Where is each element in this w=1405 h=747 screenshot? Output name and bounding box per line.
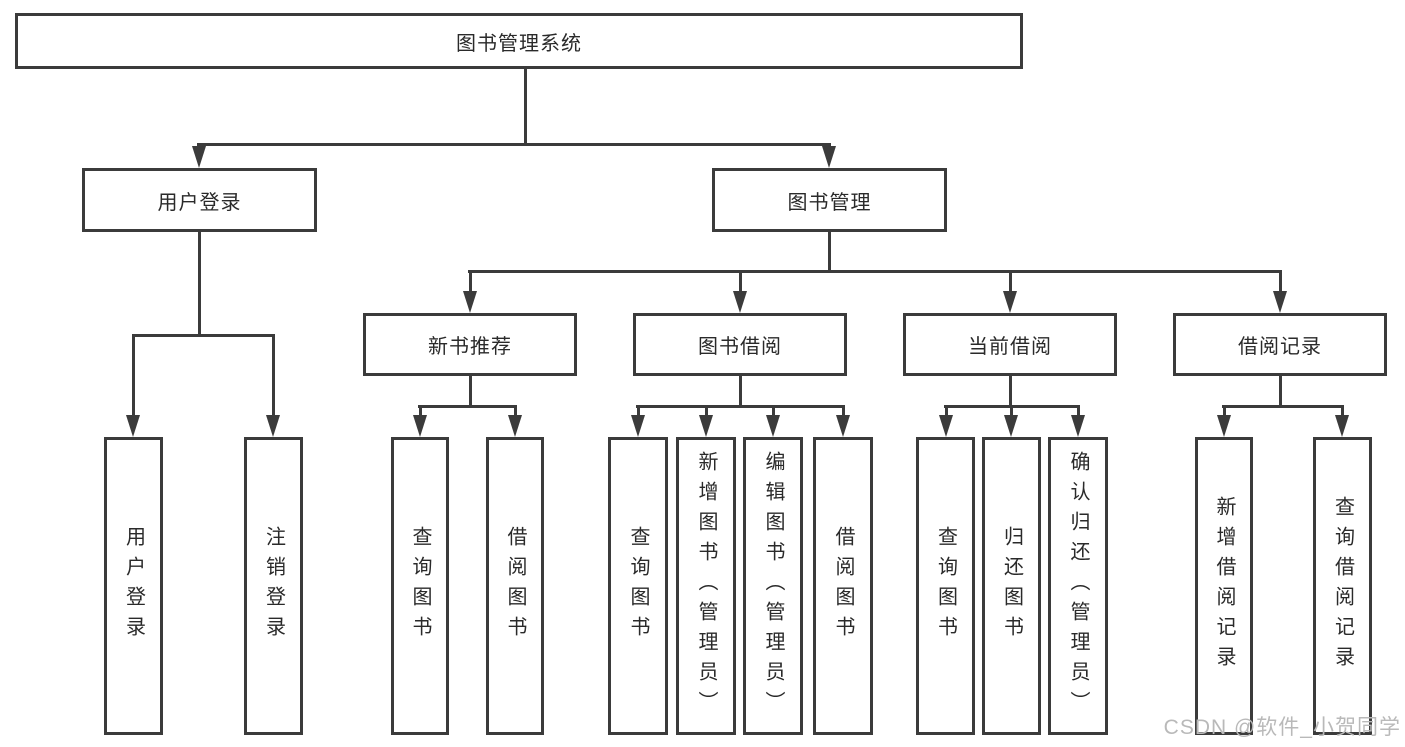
node-user-login-label: 用户登录 bbox=[157, 191, 242, 214]
leaf-return-books-label: 归还图书 bbox=[1000, 526, 1023, 646]
arrowhead-icon bbox=[413, 415, 427, 437]
node-book-management-label: 图书管理 bbox=[787, 191, 872, 214]
arrowhead-icon bbox=[192, 146, 206, 168]
leaf-add-book-admin: 新增图书（管理员） bbox=[676, 437, 736, 735]
connector bbox=[842, 405, 845, 418]
connector bbox=[1279, 376, 1282, 408]
node-book-borrow-label: 图书借阅 bbox=[698, 336, 782, 358]
leaf-query-books-recommend: 查询图书 bbox=[391, 437, 449, 735]
leaf-query-books-borrow-label: 查询图书 bbox=[627, 526, 649, 646]
leaf-query-borrow-record: 查询借阅记录 bbox=[1313, 437, 1372, 735]
connector bbox=[514, 405, 517, 418]
leaf-edit-book-admin-label: 编辑图书（管理员） bbox=[762, 451, 784, 721]
node-current-borrow-label: 当前借阅 bbox=[968, 336, 1052, 358]
connector bbox=[132, 334, 135, 418]
arrowhead-icon bbox=[836, 415, 850, 437]
leaf-query-books-current-label: 查询图书 bbox=[934, 526, 957, 646]
connector bbox=[772, 405, 775, 418]
connector bbox=[739, 376, 742, 408]
arrowhead-icon bbox=[939, 415, 953, 437]
leaf-add-borrow-record-label: 新增借阅记录 bbox=[1213, 496, 1235, 676]
leaf-add-book-admin-label: 新增图书（管理员） bbox=[695, 451, 717, 721]
arrowhead-icon bbox=[1071, 415, 1085, 437]
arrowhead-icon bbox=[699, 415, 713, 437]
connector bbox=[419, 405, 422, 418]
connector bbox=[739, 270, 742, 294]
leaf-borrow-books-recommend: 借阅图书 bbox=[486, 437, 544, 735]
node-current-borrow: 当前借阅 bbox=[903, 313, 1117, 376]
node-borrow-records: 借阅记录 bbox=[1173, 313, 1387, 376]
connector bbox=[945, 405, 948, 418]
arrowhead-icon bbox=[1004, 415, 1018, 437]
leaf-query-books-borrow: 查询图书 bbox=[608, 437, 668, 735]
connector bbox=[197, 143, 831, 146]
connector bbox=[418, 405, 517, 408]
leaf-return-books: 归还图书 bbox=[982, 437, 1041, 735]
csdn-watermark: CSDN @软件_小贺同学 bbox=[1163, 716, 1401, 739]
arrowhead-icon bbox=[733, 291, 747, 313]
leaf-confirm-return-admin-label: 确认归还（管理员） bbox=[1067, 451, 1089, 721]
connector bbox=[1222, 405, 1344, 408]
arrowhead-icon bbox=[631, 415, 645, 437]
node-book-management: 图书管理 bbox=[712, 168, 947, 232]
arrowhead-icon bbox=[766, 415, 780, 437]
leaf-add-borrow-record: 新增借阅记录 bbox=[1195, 437, 1253, 735]
connector bbox=[1077, 405, 1080, 418]
arrowhead-icon bbox=[1273, 291, 1287, 313]
connector bbox=[636, 405, 845, 408]
arrowhead-icon bbox=[266, 415, 280, 437]
leaf-borrow-books: 借阅图书 bbox=[813, 437, 873, 735]
connector bbox=[705, 405, 708, 418]
leaf-confirm-return-admin: 确认归还（管理员） bbox=[1048, 437, 1108, 735]
connector bbox=[524, 69, 527, 146]
leaf-query-books-current: 查询图书 bbox=[916, 437, 975, 735]
connector bbox=[272, 334, 275, 418]
leaf-logout-label: 注销登录 bbox=[262, 526, 285, 646]
arrowhead-icon bbox=[508, 415, 522, 437]
node-user-login: 用户登录 bbox=[82, 168, 317, 232]
node-new-book-recommend: 新书推荐 bbox=[363, 313, 577, 376]
connector bbox=[1009, 376, 1012, 408]
leaf-logout: 注销登录 bbox=[244, 437, 303, 735]
arrowhead-icon bbox=[1217, 415, 1231, 437]
leaf-query-books-recommend-label: 查询图书 bbox=[409, 526, 431, 646]
connector bbox=[1009, 270, 1012, 294]
leaf-user-login: 用户登录 bbox=[104, 437, 163, 735]
connector bbox=[468, 270, 1281, 273]
connector bbox=[1279, 270, 1282, 294]
arrowhead-icon bbox=[1335, 415, 1349, 437]
arrowhead-icon bbox=[463, 291, 477, 313]
leaf-borrow-books-recommend-label: 借阅图书 bbox=[504, 526, 526, 646]
arrowhead-icon bbox=[822, 146, 836, 168]
connector bbox=[469, 376, 472, 408]
connector bbox=[469, 270, 472, 294]
leaf-edit-book-admin: 编辑图书（管理员） bbox=[743, 437, 803, 735]
connector bbox=[828, 232, 831, 273]
connector bbox=[198, 232, 201, 337]
node-root-label: 图书管理系统 bbox=[456, 32, 582, 55]
node-new-book-recommend-label: 新书推荐 bbox=[428, 336, 512, 358]
arrowhead-icon bbox=[126, 415, 140, 437]
node-borrow-records-label: 借阅记录 bbox=[1238, 336, 1322, 358]
connector bbox=[637, 405, 640, 418]
arrowhead-icon bbox=[1003, 291, 1017, 313]
leaf-user-login-label: 用户登录 bbox=[122, 526, 145, 646]
leaf-borrow-books-label: 借阅图书 bbox=[832, 526, 854, 646]
node-book-borrow: 图书借阅 bbox=[633, 313, 847, 376]
connector bbox=[132, 334, 275, 337]
connector bbox=[1341, 405, 1344, 418]
connector bbox=[1010, 405, 1013, 418]
connector bbox=[1223, 405, 1226, 418]
leaf-query-borrow-record-label: 查询借阅记录 bbox=[1331, 496, 1354, 676]
node-root: 图书管理系统 bbox=[15, 13, 1023, 69]
